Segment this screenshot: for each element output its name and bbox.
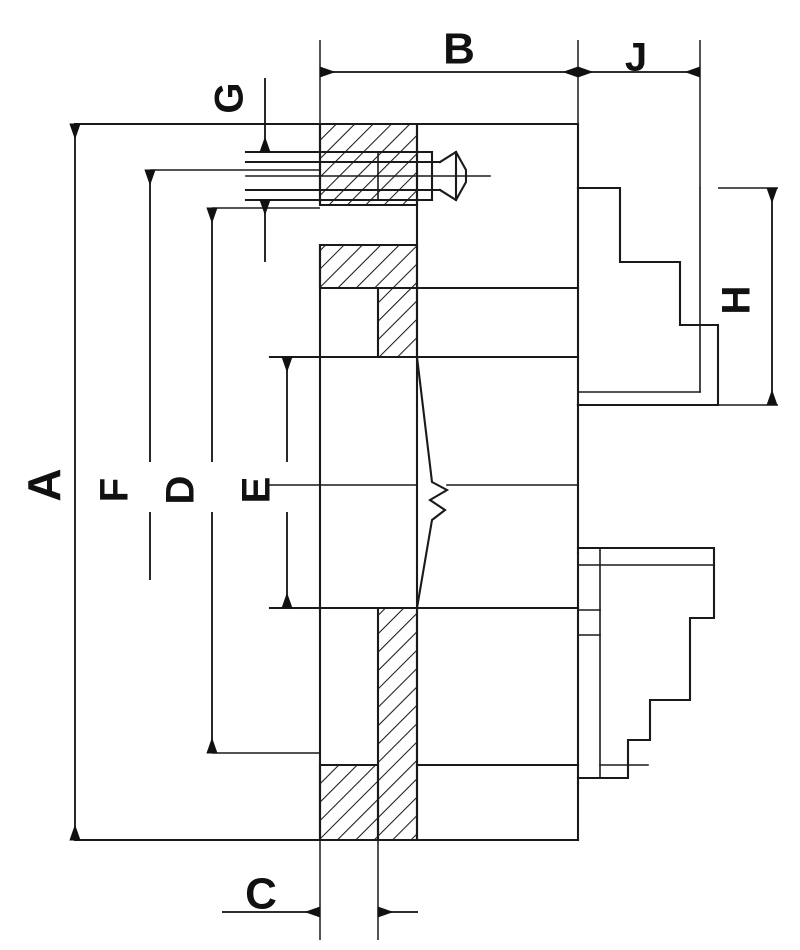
dimension-label-B: B xyxy=(443,25,475,74)
dimension-label-J: J xyxy=(625,36,647,80)
lower-jaw-step-profile xyxy=(576,546,716,780)
upper-jaw-step-profile xyxy=(576,186,720,407)
dimension-label-H: H xyxy=(715,286,759,315)
section-hatching xyxy=(320,124,417,840)
dimension-lines xyxy=(69,66,778,918)
lower-jaw xyxy=(576,546,716,780)
dimension-label-D: D xyxy=(159,476,203,505)
break-line xyxy=(415,355,450,610)
dimension-labels: A F D E G B J H C xyxy=(18,25,758,919)
dimension-label-C: C xyxy=(245,870,277,919)
dimension-label-A: A xyxy=(18,468,70,501)
upper-jaw xyxy=(576,186,720,407)
dimension-label-E: E xyxy=(235,477,279,504)
dimension-label-G: G xyxy=(208,82,252,113)
dimension-label-F: F xyxy=(93,478,137,502)
